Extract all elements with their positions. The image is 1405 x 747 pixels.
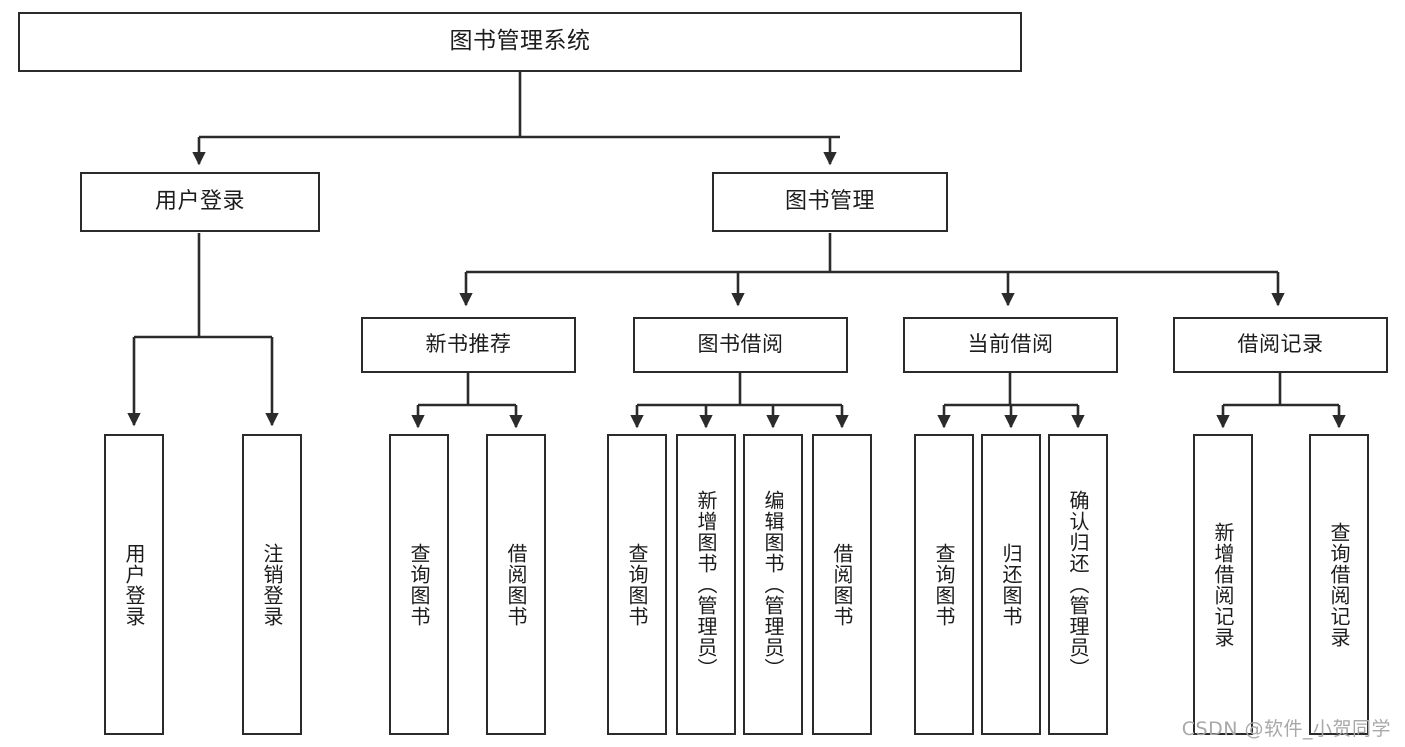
node-label: 新书推荐 [425, 332, 512, 357]
node-label: 查询图书 [625, 542, 649, 627]
node-leaf-add-book-admin[interactable]: 新增图书（管理员） [676, 434, 736, 735]
node-label: 新增图书（管理员） [694, 490, 718, 679]
node-borrow-record[interactable]: 借阅记录 [1173, 317, 1388, 373]
node-leaf-edit-book-admin[interactable]: 编辑图书（管理员） [743, 434, 803, 735]
node-leaf-return-book[interactable]: 归还图书 [981, 434, 1041, 735]
node-label: 图书借阅 [697, 332, 784, 357]
node-book-borrow[interactable]: 图书借阅 [633, 317, 848, 373]
node-label: 借阅图书 [830, 542, 854, 627]
node-user-login[interactable]: 用户登录 [80, 172, 320, 232]
node-label: 确认归还（管理员） [1066, 490, 1090, 679]
node-label: 用户登录 [122, 542, 146, 627]
node-new-book-recommend[interactable]: 新书推荐 [361, 317, 576, 373]
node-leaf-borrow-book-borrow[interactable]: 借阅图书 [812, 434, 872, 735]
node-label: 图书管理 [784, 188, 875, 214]
node-leaf-logout-login[interactable]: 注销登录 [242, 434, 302, 735]
node-label: 编辑图书（管理员） [761, 490, 785, 679]
node-root-book-management-system[interactable]: 图书管理系统 [18, 12, 1022, 72]
node-book-management[interactable]: 图书管理 [712, 172, 948, 232]
node-label: 查询图书 [932, 542, 956, 627]
node-label: 归还图书 [999, 542, 1023, 627]
node-leaf-query-book-current[interactable]: 查询图书 [914, 434, 974, 735]
node-leaf-query-borrow-record[interactable]: 查询借阅记录 [1309, 434, 1369, 735]
node-label: 新增借阅记录 [1211, 521, 1235, 648]
node-leaf-confirm-return-admin[interactable]: 确认归还（管理员） [1048, 434, 1108, 735]
node-label: 图书管理系统 [449, 28, 591, 55]
node-leaf-query-book-borrow[interactable]: 查询图书 [607, 434, 667, 735]
node-leaf-query-book-recommend[interactable]: 查询图书 [389, 434, 449, 735]
node-label: 查询图书 [407, 542, 431, 627]
node-label: 当前借阅 [967, 332, 1054, 357]
node-leaf-user-login[interactable]: 用户登录 [104, 434, 164, 735]
node-label: 查询借阅记录 [1327, 521, 1351, 648]
node-leaf-borrow-book-recommend[interactable]: 借阅图书 [486, 434, 546, 735]
node-current-borrow[interactable]: 当前借阅 [903, 317, 1118, 373]
node-label: 用户登录 [154, 188, 245, 214]
node-label: 借阅图书 [504, 542, 528, 627]
node-label: 借阅记录 [1237, 332, 1324, 357]
node-leaf-add-borrow-record[interactable]: 新增借阅记录 [1193, 434, 1253, 735]
node-label: 注销登录 [260, 542, 284, 627]
